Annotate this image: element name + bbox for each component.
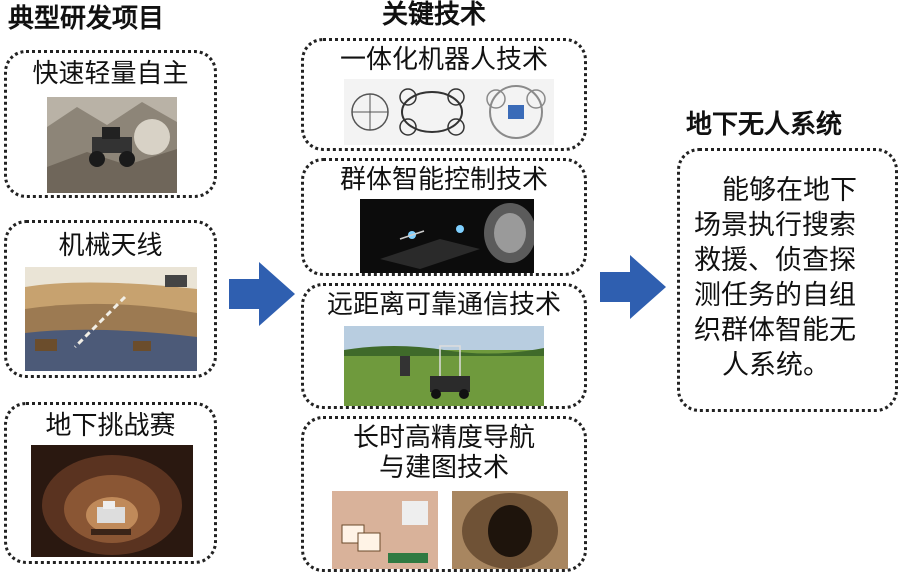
field-robot-photo-icon [344, 326, 544, 406]
project-title: 地下挑战赛 [45, 411, 176, 441]
description-line: 织群体智能无 [694, 315, 856, 346]
project-box-antenna: 机械天线 [4, 220, 217, 378]
technology-box-communication: 远距离可靠通信技术 [301, 283, 587, 409]
description-line: 救援、侦查探 [694, 245, 856, 276]
technology-title: 一体化机器人技术 [339, 45, 548, 75]
description-line: 场景执行搜索 [694, 210, 856, 241]
technology-box-swarm-control: 群体智能控制技术 [301, 158, 587, 276]
arrow-right-icon [229, 262, 295, 326]
cave-robot-photo-icon [31, 445, 193, 557]
description-line: 能够在地下 [722, 175, 857, 206]
project-box-lightweight: 快速轻量自主 [4, 50, 217, 198]
system-description: 能够在地下 场景执行搜索 救援、侦查探 测任务的自组 织群体智能无 人系统。 [694, 173, 885, 383]
technology-box-integrated-robot: 一体化机器人技术 [301, 38, 587, 151]
technology-title: 远距离可靠通信技术 [326, 290, 561, 320]
arrow-right-icon [600, 255, 666, 319]
project-title: 机械天线 [58, 231, 163, 261]
system-heading: 地下无人系统 [686, 110, 843, 140]
projects-heading: 典型研发项目 [8, 4, 165, 34]
technology-title: 群体智能控制技术 [339, 165, 548, 195]
technology-box-navigation: 长时高精度导航 与建图技术 [301, 416, 587, 572]
system-description-box: 能够在地下 场景执行搜索 救援、侦查探 测任务的自组 织群体智能无 人系统。 [677, 148, 898, 412]
tunnel-swarm-photo-icon [360, 199, 534, 273]
drone-design-photos-icon [344, 79, 554, 145]
technologies-heading: 关键技术 [382, 0, 487, 30]
navigation-mapping-photos-icon [332, 491, 568, 569]
technology-title-line-2: 与建图技术 [378, 453, 509, 483]
description-line: 测任务的自组 [694, 280, 856, 311]
description-line: 人系统。 [722, 350, 830, 381]
underground-antenna-illustration-icon [25, 267, 197, 371]
rugged-robot-photo-icon [47, 97, 177, 193]
project-box-challenge: 地下挑战赛 [4, 402, 217, 564]
technology-title-line-1: 长时高精度导航 [352, 423, 535, 453]
project-title: 快速轻量自主 [32, 59, 189, 89]
